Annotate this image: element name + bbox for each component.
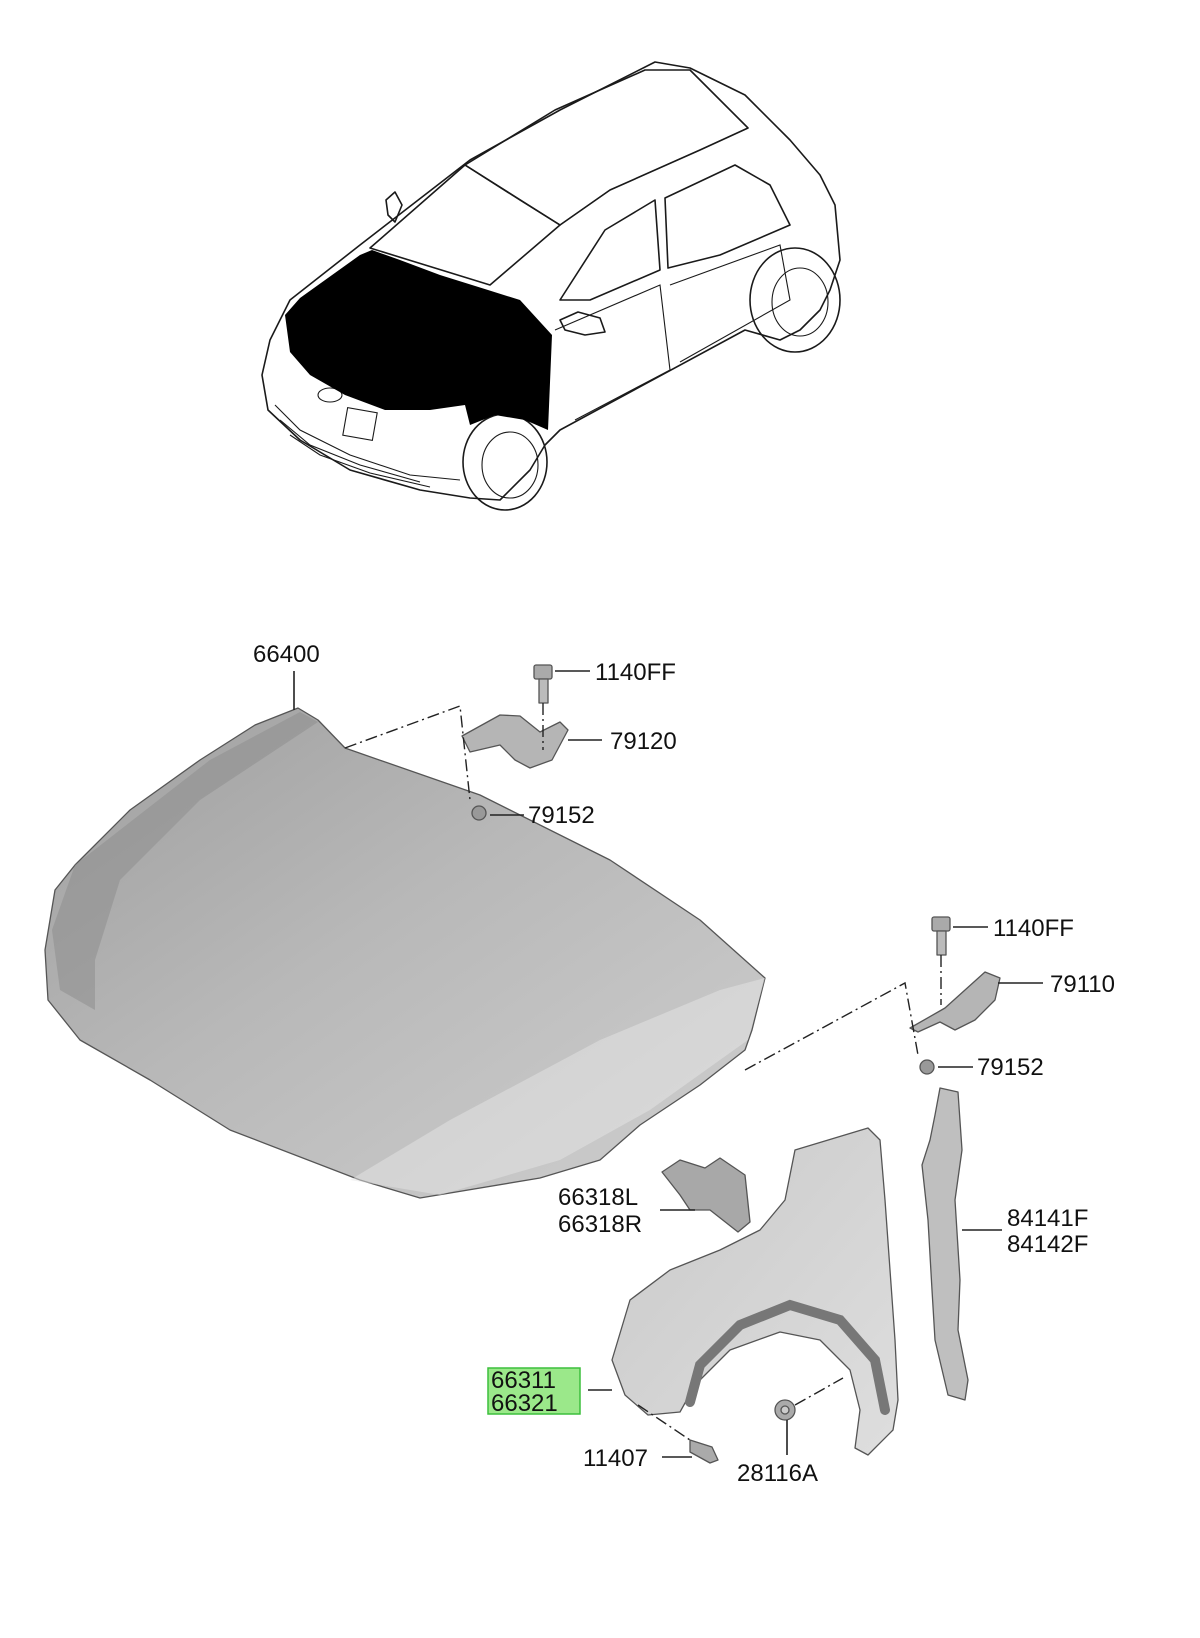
- hinge-right: [909, 916, 1001, 1075]
- callout-28116a[interactable]: 28116A: [737, 1460, 818, 1487]
- callout-84142f[interactable]: 84142F: [1007, 1231, 1088, 1258]
- seal-strip: [921, 1087, 969, 1401]
- assembly-lines: [344, 703, 942, 1441]
- hood-panel: [44, 707, 766, 1199]
- hinge-left: [461, 664, 569, 821]
- callout-66311[interactable]: 66311: [491, 1367, 556, 1394]
- callout-79152-lower[interactable]: 79152: [977, 1054, 1044, 1081]
- callout-66318l[interactable]: 66318L: [558, 1184, 638, 1211]
- leader-lines: [293, 670, 1043, 1458]
- callout-labels: 66400 1140FF 79120 79152 1140FF 79110 79…: [253, 641, 1115, 1487]
- callout-66321[interactable]: 66321: [491, 1390, 558, 1417]
- callout-11407[interactable]: 11407: [583, 1445, 648, 1472]
- highlight-box: [487, 1367, 581, 1415]
- callout-79110[interactable]: 79110: [1050, 971, 1115, 998]
- callout-79152-upper[interactable]: 79152: [528, 802, 595, 829]
- callout-79120[interactable]: 79120: [610, 728, 677, 755]
- callout-1140ff-upper[interactable]: 1140FF: [595, 659, 676, 686]
- car-illustration: [261, 61, 841, 511]
- bracket: [661, 1157, 751, 1233]
- fender-panel: [611, 1127, 899, 1456]
- callout-1140ff-lower[interactable]: 1140FF: [993, 915, 1074, 942]
- callout-84141f[interactable]: 84141F: [1007, 1205, 1088, 1232]
- nut-28116A: [774, 1399, 796, 1421]
- screw-11407: [689, 1439, 719, 1464]
- callout-66400[interactable]: 66400: [253, 641, 320, 668]
- callout-66318r[interactable]: 66318R: [558, 1211, 642, 1238]
